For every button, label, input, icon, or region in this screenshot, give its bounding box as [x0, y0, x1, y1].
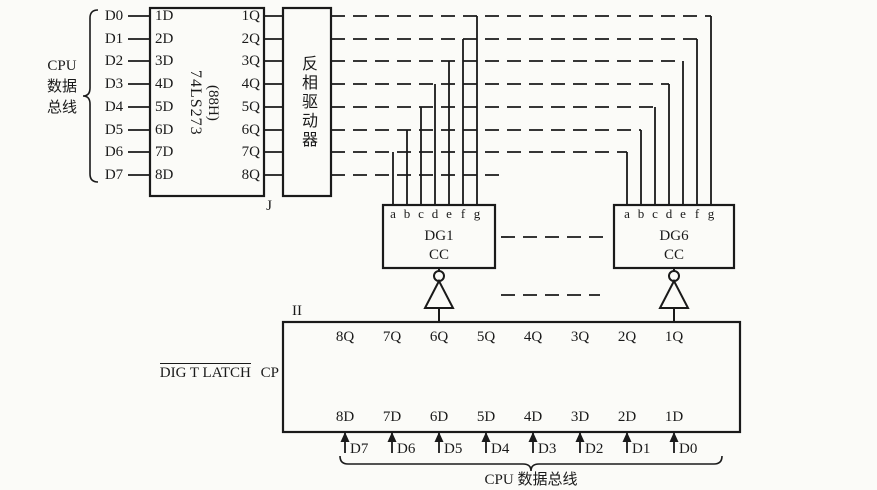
- latch-pin-label: 6D: [429, 409, 449, 425]
- register-subtitle-text: (88H): [205, 85, 221, 121]
- register-pin-label: 3Q: [241, 53, 260, 69]
- bus-signal-label: D7: [350, 441, 369, 457]
- register-pin-label: 3D: [155, 53, 174, 69]
- register-pin-label: 7Q: [241, 144, 260, 160]
- bus-signal-label: D6: [397, 441, 416, 457]
- bus-signal-label: D1: [104, 31, 124, 47]
- segment-bus-dashed: [331, 15, 711, 296]
- bus-signal-label: D4: [491, 441, 510, 457]
- bottom-brace: [339, 455, 723, 472]
- register-title: 74LS273 (88H): [186, 28, 221, 178]
- register-pin-label: 2Q: [241, 31, 260, 47]
- register-pin-label: 1D: [155, 8, 174, 24]
- bus-signal-label: D2: [585, 441, 604, 457]
- bus-signal-label: D3: [104, 76, 124, 92]
- latch-input-arrowheads: [340, 432, 679, 442]
- segment-pin-label: a: [624, 206, 630, 221]
- dg6-driver-inverter: [658, 268, 690, 322]
- latch-pin-label: 6Q: [429, 329, 449, 345]
- register-pin-label: 2D: [155, 31, 174, 47]
- latch-pin-label: 2D: [617, 409, 637, 425]
- latch-pin-label: 8D: [335, 409, 355, 425]
- segment-pin-label: f: [460, 206, 466, 221]
- register-pin-label: 5D: [155, 99, 174, 115]
- register-pin-label: 4Q: [241, 76, 260, 92]
- register-box: [148, 6, 266, 198]
- register-title-text: 74LS273: [187, 70, 204, 136]
- latch-pin-label: 8Q: [335, 329, 355, 345]
- cpu-bus-label-line: 数据: [46, 79, 77, 95]
- segment-pin-label: c: [418, 206, 424, 221]
- segment-pin-label: d: [431, 206, 439, 221]
- register-pin-label: 6Q: [241, 122, 260, 138]
- register-pin-label: 1Q: [241, 8, 260, 24]
- register-pin-label: 4D: [155, 76, 174, 92]
- bus-signal-label: D0: [679, 441, 698, 457]
- latch-box: [281, 320, 742, 434]
- cp-label: CP: [260, 365, 279, 381]
- latch-tag: II: [292, 303, 302, 319]
- segment-pin-label: e: [680, 206, 686, 221]
- segment-pin-label: g: [473, 206, 481, 221]
- register-to-driver-wires: [264, 15, 283, 176]
- segment-pin-label: g: [707, 206, 715, 221]
- segment-pin-label: e: [446, 206, 452, 221]
- latch-pin-label: 2Q: [617, 329, 637, 345]
- segment-pin-label: d: [665, 206, 673, 221]
- register-pin-label: 8D: [155, 167, 174, 183]
- driver-box: [281, 6, 333, 198]
- register-pin-label: 5Q: [241, 99, 260, 115]
- register-pin-label: 8Q: [241, 167, 260, 183]
- latch-pin-label: 7D: [382, 409, 402, 425]
- bus-signal-label: D5: [104, 122, 124, 138]
- latch-pin-label: 1D: [664, 409, 684, 425]
- segment-pin-label: f: [694, 206, 700, 221]
- dg6-segment-drops: [626, 16, 712, 205]
- segment-pin-label: c: [652, 206, 658, 221]
- digit-name: DG6: [659, 228, 689, 244]
- segment-pin-label: a: [390, 206, 396, 221]
- bus-signal-label: D6: [104, 144, 124, 160]
- register-pin-label: 6D: [155, 122, 174, 138]
- driver-label-text: 反相驱动器: [299, 54, 316, 150]
- register-pin-label: 7D: [155, 144, 174, 160]
- latch-pin-label: 1Q: [664, 329, 684, 345]
- latch-input-wires: [344, 432, 675, 453]
- digit-cathode-label: CC: [428, 247, 449, 263]
- digit-latch-label: DIG T LATCH: [159, 363, 251, 381]
- latch-pin-label: 5Q: [476, 329, 496, 345]
- cpu-bus-label-bottom: CPU 数据总线: [484, 472, 578, 488]
- latch-control-label: DIG T LATCH CP: [116, 363, 279, 382]
- segment-pin-label: b: [403, 206, 411, 221]
- bus-signal-label: D1: [632, 441, 651, 457]
- driver-label: 反相驱动器: [283, 8, 331, 196]
- left-brace: [82, 9, 99, 183]
- bus-signal-label: D5: [444, 441, 463, 457]
- register-input-wires: [128, 15, 150, 176]
- bus-signal-label: D4: [104, 99, 124, 115]
- cpu-bus-label-line: 总线: [46, 100, 77, 116]
- bus-signal-label: D2: [104, 53, 124, 69]
- bus-signal-label: D3: [538, 441, 557, 457]
- bus-signal-label: D0: [104, 8, 124, 24]
- latch-pin-label: 3Q: [570, 329, 590, 345]
- dg1-segment-drops: [392, 16, 478, 205]
- latch-pin-label: 5D: [476, 409, 496, 425]
- bus-signal-label: D7: [104, 167, 124, 183]
- dg1-driver-inverter: [423, 268, 455, 322]
- cpu-bus-label-top: CPU 数据 总线: [36, 56, 88, 119]
- cpu-bus-label-line: CPU: [47, 58, 77, 74]
- segment-pin-label: b: [637, 206, 645, 221]
- digit-cathode-label: CC: [663, 247, 684, 263]
- latch-pin-label: 4D: [523, 409, 543, 425]
- latch-pin-label: 4Q: [523, 329, 543, 345]
- latch-pin-label: 7Q: [382, 329, 402, 345]
- latch-pin-label: 3D: [570, 409, 590, 425]
- register-tag: J: [266, 198, 272, 214]
- digit-name: DG1: [424, 228, 454, 244]
